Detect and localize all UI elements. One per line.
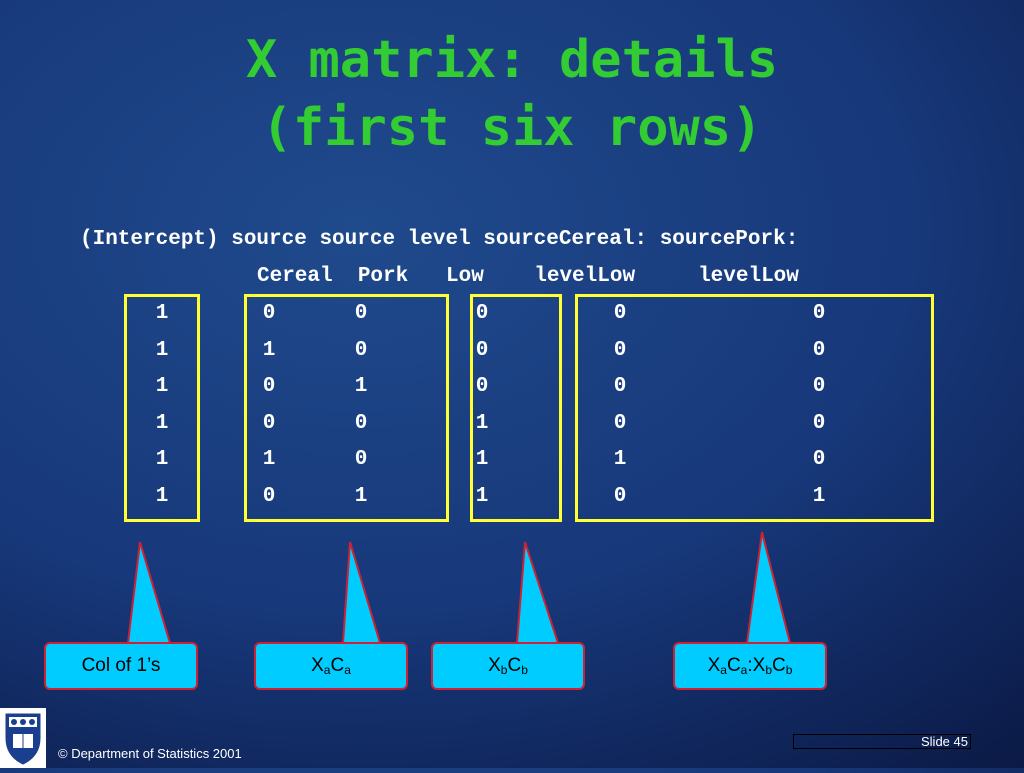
matrix-cell-source-pork: 0 — [354, 338, 368, 362]
slide-title-line1: X matrix: details — [245, 30, 779, 90]
level-column-box — [470, 294, 562, 522]
slide-number-frame — [793, 734, 971, 749]
matrix-cell-source-cereal: 0 — [262, 485, 276, 508]
matrix-cell-cereal-levellow: 0 — [613, 411, 627, 435]
matrix-cell-cereal-levellow: 0 — [613, 485, 627, 508]
matrix-cell-pork-levellow: 1 — [812, 485, 826, 508]
matrix-cell-source-pork: 1 — [354, 375, 368, 399]
matrix-cell-cereal-levellow: 0 — [613, 338, 627, 362]
callout-col-of-ones-text: Col of 1’s — [81, 655, 161, 676]
callout-interaction-text: XaCa:XbCb — [707, 655, 793, 677]
pointer-col-of-ones — [126, 541, 172, 644]
matrix-cell-cereal-levellow: 1 — [613, 448, 627, 472]
matrix-cell-source-cereal: 0 — [262, 411, 276, 435]
matrix-cell-intercept: 1 — [155, 375, 169, 399]
matrix-cell-source-cereal: 0 — [262, 375, 276, 399]
matrix-cell-level-low: 0 — [475, 302, 489, 325]
callout-xaca-text: XaCa — [311, 655, 351, 677]
pointer-xbcb — [515, 541, 560, 644]
source-columns-box — [244, 294, 449, 522]
matrix-cell-intercept: 1 — [155, 302, 169, 325]
matrix-cell-cereal-levellow: 0 — [613, 375, 627, 399]
matrix-cell-pork-levellow: 0 — [812, 338, 826, 362]
callout-xbcb: XbCb — [431, 642, 585, 690]
matrix-cell-cereal-levellow: 0 — [613, 302, 627, 325]
university-crest-logo — [0, 708, 46, 768]
matrix-cell-pork-levellow: 0 — [812, 448, 826, 472]
callout-col-of-ones: Col of 1’s — [44, 642, 198, 690]
intercept-column-box — [124, 294, 200, 522]
matrix-cell-intercept: 1 — [155, 448, 169, 472]
matrix-cell-pork-levellow: 0 — [812, 375, 826, 399]
slide-number: Slide 45 — [921, 734, 968, 749]
matrix-cell-source-cereal: 1 — [262, 338, 276, 362]
matrix-cell-source-pork: 0 — [354, 302, 368, 325]
slide-title-line2: (first six rows) — [261, 98, 763, 158]
callout-xaca: XaCa — [254, 642, 408, 690]
matrix-cell-source-pork: 0 — [354, 448, 368, 472]
matrix-cell-pork-levellow: 0 — [812, 411, 826, 435]
pointer-interaction — [745, 531, 792, 644]
callout-xbcb-text: XbCb — [488, 655, 528, 677]
matrix-cell-intercept: 1 — [155, 411, 169, 435]
callout-interaction: XaCa:XbCb — [673, 642, 827, 690]
matrix-cell-source-cereal: 0 — [262, 302, 276, 325]
table-header-row2: Cereal Pork Low levelLow levelLow — [257, 265, 799, 288]
matrix-cell-level-low: 1 — [475, 411, 489, 435]
matrix-cell-level-low: 1 — [475, 448, 489, 472]
matrix-cell-level-low: 0 — [475, 375, 489, 399]
matrix-cell-source-cereal: 1 — [262, 448, 276, 472]
footer-copyright: © Department of Statistics 2001 — [58, 746, 242, 761]
matrix-cell-intercept: 1 — [155, 338, 169, 362]
matrix-cell-level-low: 0 — [475, 338, 489, 362]
matrix-cell-level-low: 1 — [475, 485, 489, 508]
matrix-cell-source-pork: 1 — [354, 485, 368, 508]
table-header-row1: (Intercept) source source level sourceCe… — [80, 228, 799, 251]
matrix-cell-intercept: 1 — [155, 485, 169, 508]
matrix-cell-pork-levellow: 0 — [812, 302, 826, 325]
interaction-columns-box — [575, 294, 934, 522]
matrix-cell-source-pork: 0 — [354, 411, 368, 435]
pointer-xaca — [341, 541, 382, 644]
